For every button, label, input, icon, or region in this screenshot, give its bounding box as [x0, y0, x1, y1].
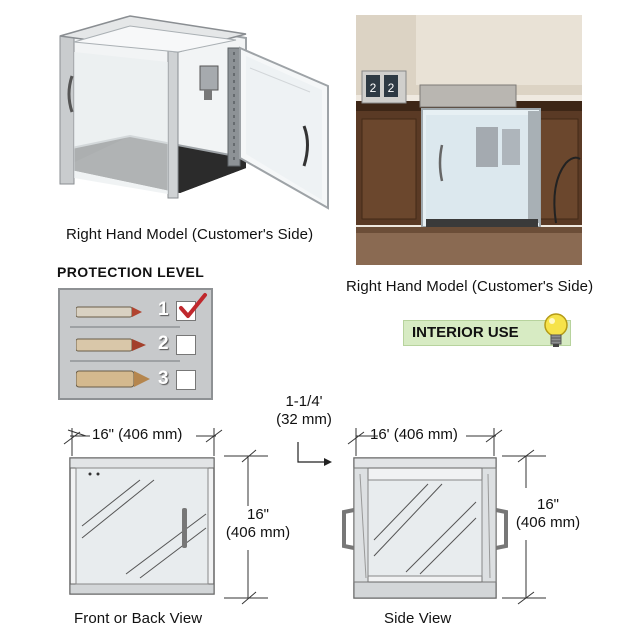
front-height-label: 16" (406 mm) — [218, 506, 298, 542]
side-height-bottom: (406 mm) — [515, 514, 581, 531]
side-view-drawing — [342, 428, 508, 599]
front-view-drawing — [63, 428, 268, 605]
side-height-dimension — [502, 449, 546, 605]
offset-dimension-label: 1-1/4' (32 mm) — [262, 393, 346, 429]
protection-number-3: 3 — [158, 368, 169, 389]
bullet-small-icon — [76, 306, 142, 318]
offset-dimension-top: 1-1/4' — [285, 393, 323, 410]
interior-use-label: INTERIOR USE — [412, 324, 519, 341]
monitor-number-left: 2 — [370, 81, 377, 95]
front-height-top: 16" — [246, 506, 269, 523]
front-view-caption: Front or Back View — [74, 610, 203, 627]
bullet-large-icon — [76, 370, 150, 388]
protection-row-3: 3 — [66, 366, 206, 394]
protection-row-2: 2 — [66, 332, 206, 358]
cabinet-scene-photo: 2 2 — [356, 15, 582, 265]
interior-use-badge: INTERIOR USE — [403, 320, 571, 346]
protection-number-1: 1 — [158, 299, 169, 320]
bullet-medium-icon — [76, 338, 146, 352]
monitor-number-right: 2 — [388, 81, 395, 95]
right-photo-caption: Right Hand Model (Customer's Side) — [346, 278, 594, 295]
protection-checkbox-2 — [176, 335, 196, 355]
checkmark-icon — [179, 293, 207, 318]
side-view-caption: Side View — [384, 610, 452, 627]
side-width-label: 16' (406 mm) — [370, 426, 458, 443]
protection-number-2: 2 — [158, 333, 169, 354]
cabinet-photo-left — [59, 15, 329, 210]
side-height-top: 16" — [536, 496, 559, 513]
front-height-bottom: (406 mm) — [225, 524, 291, 541]
side-height-label: 16" (406 mm) — [508, 496, 588, 532]
protection-level-panel: 1 2 3 — [58, 288, 213, 400]
protection-checkbox-3 — [176, 370, 196, 390]
protection-level-title: PROTECTION LEVEL — [57, 264, 205, 280]
protection-row-1: 1 — [66, 293, 207, 324]
front-width-label: 16" (406 mm) — [92, 426, 183, 443]
left-photo-caption: Right Hand Model (Customer's Side) — [66, 226, 314, 243]
lightbulb-icon — [544, 313, 568, 347]
offset-arrow-icon — [297, 442, 332, 466]
offset-dimension-bottom: (32 mm) — [276, 411, 332, 428]
